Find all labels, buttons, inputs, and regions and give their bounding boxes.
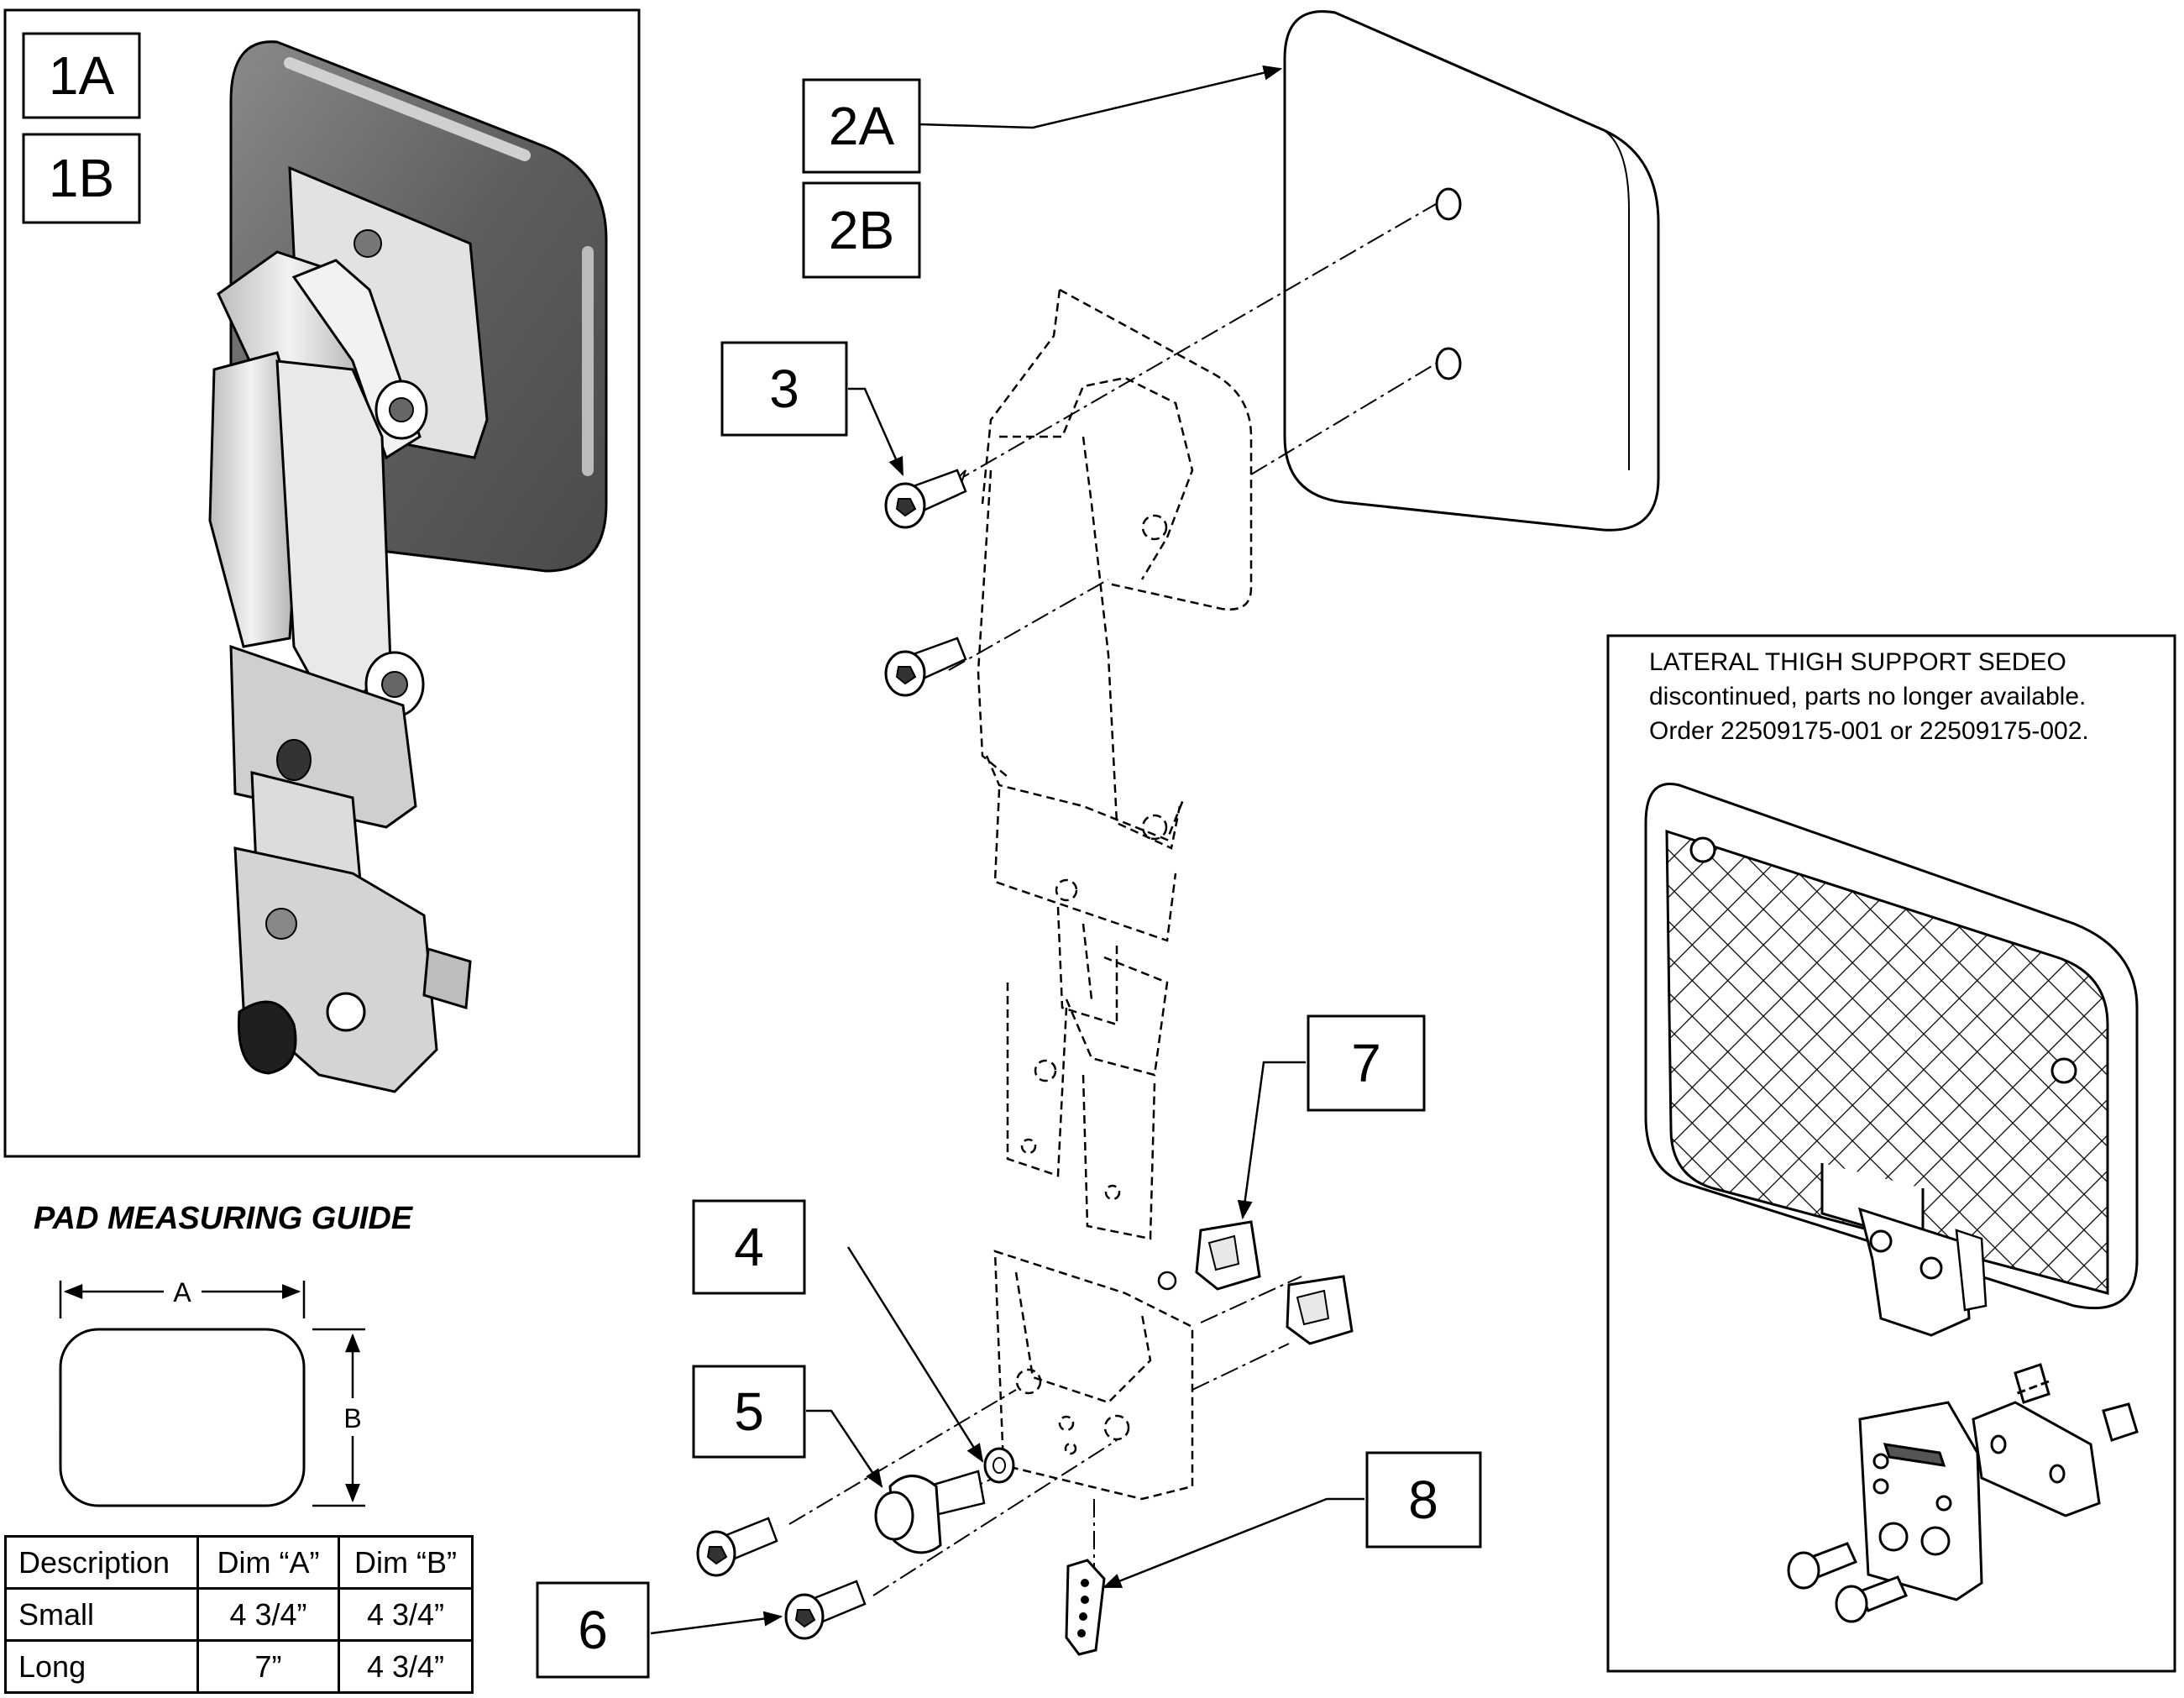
hardware-bracket [208,229,472,1093]
dim-a-label: A [173,1277,191,1308]
callout-3-label: 3 [769,359,799,419]
leader-lines [650,65,1364,1635]
headrest-pad-outline [1283,10,1660,532]
callout-4-label: 4 [734,1217,764,1277]
callout-4: 4 [692,1199,806,1295]
callout-1b: 1B [22,133,141,224]
discontinued-panel [1606,634,2176,1673]
cell-description: Long [4,1639,199,1694]
table-row: Small 4 3/4” 4 3/4” [4,1587,474,1642]
assembled-view-panel: 1A 1B [3,8,641,1158]
note-line-3: Order 22509175-001 or 22509175-002. [1649,717,2089,745]
cell-dim-a: 4 3/4” [196,1587,340,1642]
thumb-knob-screw [874,1470,986,1554]
t-nut-lower [1286,1275,1354,1345]
callout-2b: 2B [802,181,921,279]
callout-5-label: 5 [734,1381,764,1442]
callout-8-label: 8 [1408,1470,1438,1530]
pad-measuring-guide-title: PAD MEASURING GUIDE [34,1201,413,1236]
callout-7: 7 [1307,1014,1426,1112]
thigh-support-pad [1644,783,2139,1310]
header-description: Description [4,1535,199,1590]
exploded-view: 2A 2B 3 7 4 5 6 8 [536,10,1660,1679]
washer [983,1447,1015,1484]
bracket-phantom [977,288,1253,1501]
table-row: Long 7” 4 3/4” [4,1639,474,1694]
cell-dim-b: 4 3/4” [338,1587,474,1642]
discontinued-note: LATERAL THIGH SUPPORT SEDEO discontinued… [1649,645,2153,748]
cell-dim-a: 7” [196,1639,340,1694]
header-dim-b: Dim “B” [338,1535,474,1590]
callout-2b-label: 2B [829,200,894,260]
callout-7-label: 7 [1351,1033,1381,1093]
slide-insert [1065,1559,1106,1656]
callout-1a: 1A [22,32,141,119]
thigh-support-mount-parts [1787,1363,2139,1623]
note-line-1: LATERAL THIGH SUPPORT SEDEO [1649,648,2066,676]
pad-dimensions-table: Description Dim “A” Dim “B” Small 4 3/4”… [4,1535,474,1694]
cell-description: Small [4,1587,199,1642]
socket-head-screw-upper [884,469,967,529]
header-dim-a: Dim “A” [196,1535,340,1590]
assembly-centerlines [788,203,1437,1596]
socket-head-screw-plate-upper [696,1517,778,1577]
cell-dim-b: 4 3/4” [338,1639,474,1694]
callout-6-label: 6 [578,1600,608,1660]
socket-head-screw-plate-lower [784,1580,867,1640]
callout-6: 6 [536,1581,650,1679]
table-header-row: Description Dim “A” Dim “B” [4,1535,474,1590]
pad-measuring-guide: A B [59,1277,365,1507]
thigh-support-bracket [1820,1163,1988,1337]
callout-3: 3 [720,341,848,437]
callout-2a: 2A [802,78,921,174]
t-nut-upper [1157,1220,1261,1291]
note-line-2: discontinued, parts no longer available. [1649,683,2087,710]
socket-head-screw-lower [884,637,967,697]
callout-8: 8 [1365,1451,1482,1549]
callout-2a-label: 2A [829,96,895,156]
dim-b-label: B [343,1403,361,1433]
callout-1b-label: 1B [49,148,114,208]
callout-5: 5 [692,1365,806,1459]
callout-1a-label: 1A [49,45,115,106]
